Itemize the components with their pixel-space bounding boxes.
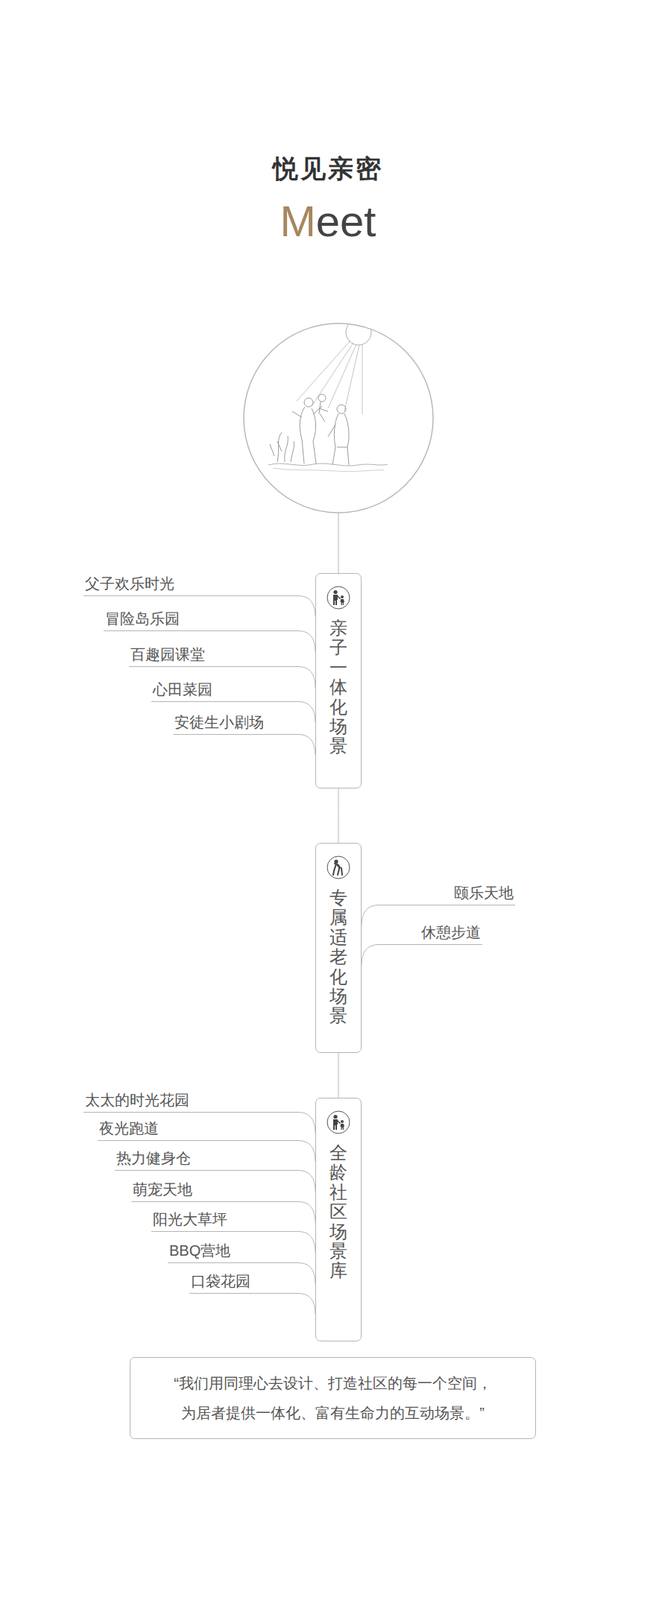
title: 悦见亲密 [0, 152, 656, 187]
scene-label: 颐乐天地 [453, 884, 514, 902]
scene-title: 专属适老化场景 [329, 888, 348, 1027]
scene-box: 全龄社区场景库 [315, 1098, 362, 1342]
scene-label: 心田菜园 [152, 680, 213, 699]
scene-label: 夜光跑道 [99, 1119, 159, 1138]
quote-box: “我们用同理心去设计、打造社区的每一个空间， 为居者提供一体化、富有生命力的互动… [129, 1357, 536, 1440]
scene-label: 休憩步道 [421, 923, 481, 942]
scene-label: 冒险岛乐园 [105, 609, 180, 628]
leader-line [189, 1294, 316, 1315]
scene-label: 安徒生小剧场 [174, 713, 264, 732]
scene-label: BBQ营地 [169, 1241, 231, 1260]
stem-line [338, 512, 340, 574]
family-sketch [268, 319, 388, 472]
english-title: Meet [0, 196, 656, 246]
connector [338, 788, 340, 844]
quote-text: “我们用同理心去设计、打造社区的每一个空间， 为居者提供一体化、富有生命力的互动… [165, 1368, 501, 1429]
leader-line [361, 945, 483, 967]
leader-lines [83, 596, 516, 1315]
elder-icon [326, 855, 351, 880]
scene-label: 阳光大草坪 [152, 1210, 228, 1229]
scene-label: 热力健身仓 [116, 1149, 191, 1168]
scene-title: 全龄社区场景库 [329, 1143, 348, 1282]
connector [338, 1053, 340, 1099]
scene-label: 萌宠天地 [132, 1180, 193, 1199]
scene-label: 太太的时光花园 [84, 1091, 190, 1110]
scene-title: 亲子一体化场景 [329, 618, 348, 757]
leader-line [361, 905, 516, 927]
illustration-circle [243, 323, 434, 513]
scene-box: 专属适老化场景 [315, 843, 362, 1054]
scene-box: 亲子一体化场景 [315, 573, 362, 789]
leader-line [172, 735, 316, 756]
scene-label: 百趣园课堂 [130, 645, 205, 664]
family-icon [326, 1110, 351, 1135]
scene-label: 父子欢乐时光 [84, 574, 175, 593]
family-icon [326, 585, 351, 610]
scene-label: 口袋花园 [190, 1272, 251, 1291]
